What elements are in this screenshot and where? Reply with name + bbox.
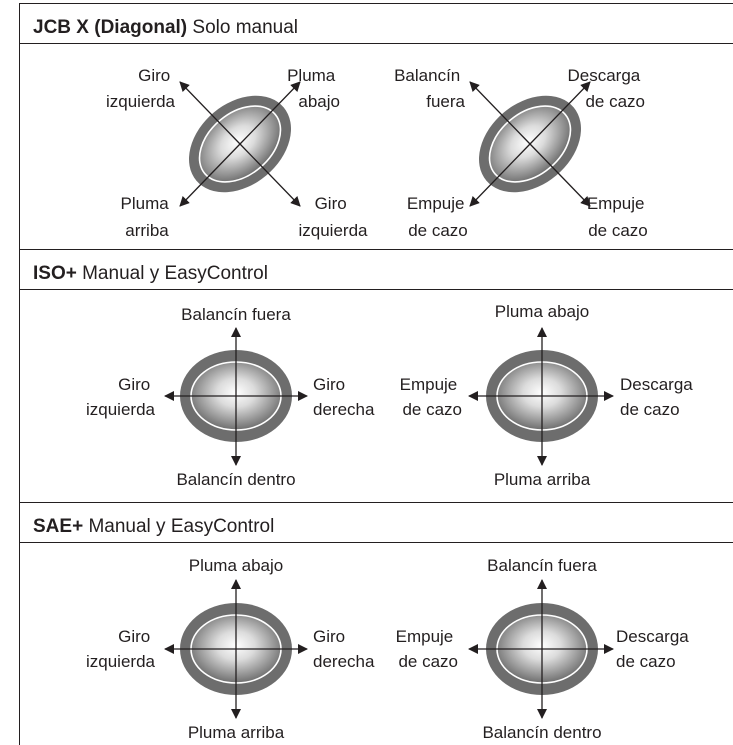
section-title-rest: Solo manual [187,17,298,38]
joystick-diagonal-right: Balancín fuera Descarga de cazo Empuje d… [394,66,649,240]
joystick-iso-right: Pluma abajo Pluma arriba Empuje de cazo … [400,302,698,489]
label-top: Pluma abajo [189,556,284,575]
joystick-sae-right: Balancín fuera Balancín dentro Empuje de… [396,556,694,742]
section-title-rest: Manual y EasyControl [77,263,268,284]
label-left: Giro izquierda [86,375,156,419]
section-title-iso: ISO+ Manual y EasyControl [33,263,268,284]
label-top: Pluma abajo [495,302,590,321]
joystick-iso-left: Balancín fuera Balancín dentro Giro izqu… [86,305,375,489]
section-title-bold: JCB X (Diagonal) [33,17,187,38]
section-title-rest: Manual y EasyControl [83,516,274,537]
label-right: Giro derecha [313,375,375,419]
label-top-left: Balancín fuera [394,66,465,111]
label-bottom-left: Pluma arriba [121,194,174,240]
section-title-bold: SAE+ [33,516,83,537]
label-bottom-right: Giro izquierda [299,194,369,240]
arrow-down-right [529,143,591,207]
label-bottom: Balancín dentro [176,470,295,489]
section-title-bold: ISO+ [33,263,77,284]
arrow-down-right [239,143,301,207]
arrow-up-right [239,81,301,145]
section-title-jcb-x: JCB X (Diagonal) Solo manual [33,17,298,38]
label-left: Empuje de cazo [400,375,462,419]
label-left: Empuje de cazo [396,627,458,671]
arrow-up-left [469,81,531,145]
label-bottom: Pluma arriba [188,723,285,742]
label-bottom-right: Empuje de cazo [587,194,649,240]
table-frame [19,3,733,745]
label-right: Descarga de cazo [616,627,694,671]
label-bottom: Pluma arriba [494,470,591,489]
arrow-down-left [469,143,531,207]
label-left: Giro izquierda [86,627,156,671]
label-bottom: Balancín dentro [482,723,601,742]
label-top-right: Pluma abajo [287,66,340,111]
joystick-sae-left: Pluma abajo Pluma arriba Giro izquierda … [86,556,375,742]
section-title-sae: SAE+ Manual y EasyControl [33,516,274,537]
label-top: Balancín fuera [487,556,597,575]
label-bottom-left: Empuje de cazo [407,194,469,240]
label-right: Giro derecha [313,627,375,671]
label-top-right: Descarga de cazo [568,66,646,111]
arrow-up-right [529,81,591,145]
label-right: Descarga de cazo [620,375,698,419]
arrow-up-left [179,81,241,145]
arrow-down-left [179,143,241,207]
joystick-diagonal-left: Giro izquierda Pluma abajo Pluma arriba … [106,66,368,240]
label-top: Balancín fuera [181,305,291,324]
label-top-left: Giro izquierda [106,66,176,111]
